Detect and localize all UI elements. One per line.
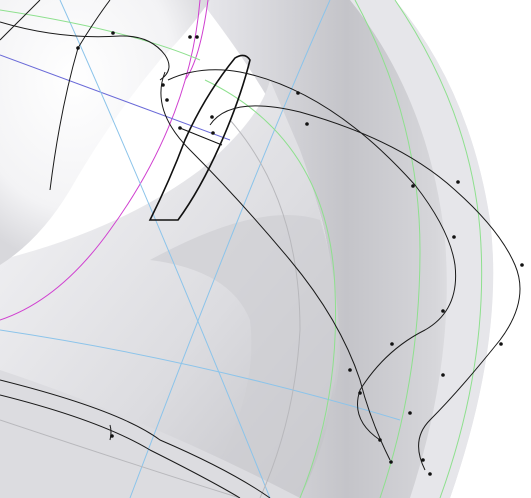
control-point: [390, 342, 394, 346]
opening-hole: [0, 0, 210, 265]
shell-rim-surface: [350, 0, 494, 498]
curve-b: [49, 0, 111, 191]
control-point: [499, 342, 503, 346]
control-point: [421, 458, 425, 462]
blade-profile[interactable]: [148, 54, 251, 221]
green-guide-arc-2: [204, 79, 337, 498]
green-guide-arc-3: [354, 0, 421, 498]
magenta-guide-curve-2: [184, 0, 209, 81]
control-point: [358, 391, 362, 395]
blade-inner-line: [179, 127, 223, 146]
control-point: [441, 309, 445, 313]
control-point: [161, 83, 165, 87]
control-point: [305, 122, 309, 126]
cyan-guide-line-2: [0, 329, 401, 421]
control-point: [452, 235, 456, 239]
control-point: [110, 434, 114, 438]
curve-e: [209, 105, 521, 471]
control-point: [178, 126, 182, 130]
control-point: [76, 46, 80, 50]
curve-d: [167, 69, 457, 441]
control-point: [111, 31, 115, 35]
cyan-guide-line-1: [59, 0, 271, 498]
control-point: [441, 373, 445, 377]
control-point: [296, 91, 300, 95]
control-point: [348, 368, 352, 372]
control-point: [210, 115, 214, 119]
control-point: [408, 411, 412, 415]
lower-band-surface: [0, 370, 300, 498]
control-points[interactable]: [76, 31, 524, 476]
curve-c: [160, 71, 391, 461]
control-point: [428, 472, 432, 476]
guide-lines: [0, 0, 483, 498]
control-point: [165, 98, 169, 102]
curve-g: [0, 394, 241, 498]
control-point: [378, 438, 382, 442]
magenta-guide-curve: [0, 0, 201, 321]
control-point: [389, 460, 393, 464]
grey-guide-line: [0, 419, 241, 498]
control-point: [188, 35, 192, 39]
curve-f: [0, 379, 271, 498]
control-point: [520, 263, 524, 267]
inner-shadow-surface: [150, 215, 338, 498]
green-guide-arc-1: [0, 9, 201, 61]
control-point: [195, 35, 199, 39]
grey-guide-arc: [229, 119, 301, 498]
cyan-guide-line-3: [129, 0, 331, 498]
green-guide-arc-4: [394, 0, 483, 498]
control-point: [411, 184, 415, 188]
control-point: [211, 131, 215, 135]
curve-a: [0, 21, 170, 81]
curve-h: [109, 424, 112, 441]
curve-i: [0, 0, 41, 41]
control-point: [456, 180, 460, 184]
